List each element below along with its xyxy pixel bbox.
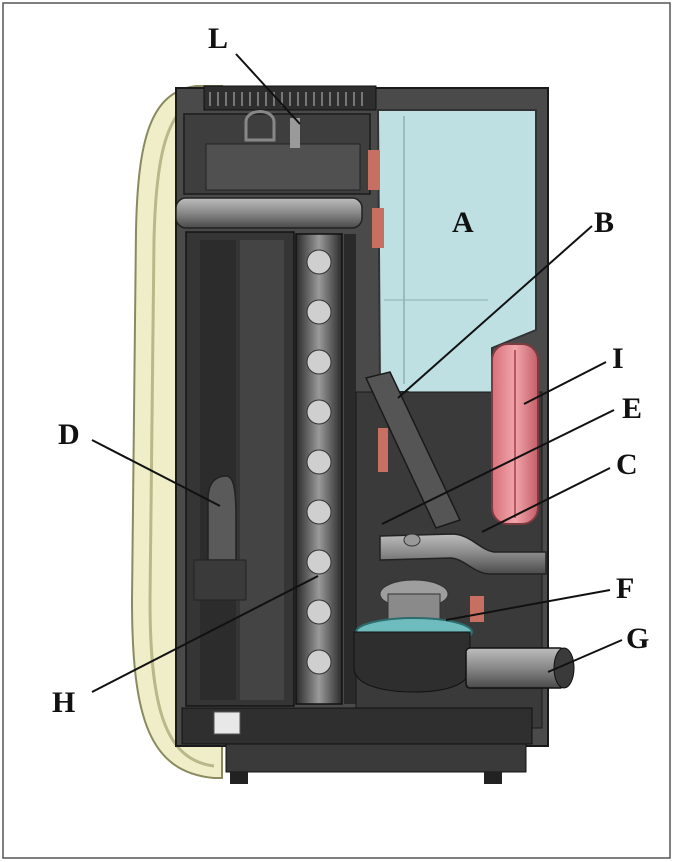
label-L: L — [208, 22, 228, 55]
auger-tube — [364, 371, 462, 529]
leader-G — [547, 639, 623, 673]
label-C: C — [616, 448, 638, 481]
label-B: B — [594, 206, 614, 239]
label-E: E — [622, 392, 642, 425]
leader-lines — [91, 53, 623, 693]
stove-illustration — [130, 85, 575, 784]
leader-E — [381, 409, 615, 525]
leader-D — [91, 439, 221, 507]
label-F: F — [616, 572, 634, 605]
leader-C — [481, 467, 611, 533]
leader-F — [445, 589, 611, 621]
air-inlet-pipe — [379, 533, 547, 575]
top-tube — [175, 197, 363, 229]
exhaust-pipe — [465, 647, 565, 689]
tube-turbulators — [306, 249, 332, 675]
label-I: I — [612, 342, 624, 375]
leader-I — [523, 361, 607, 405]
leader-H — [91, 575, 319, 693]
burner-pot — [207, 475, 237, 561]
label-G: G — [626, 622, 649, 655]
leader-L — [235, 53, 301, 125]
label-D: D — [58, 418, 80, 451]
leader-B — [397, 225, 593, 399]
label-H: H — [52, 686, 75, 719]
grille-slots — [209, 92, 363, 106]
label-A: A — [452, 206, 474, 239]
